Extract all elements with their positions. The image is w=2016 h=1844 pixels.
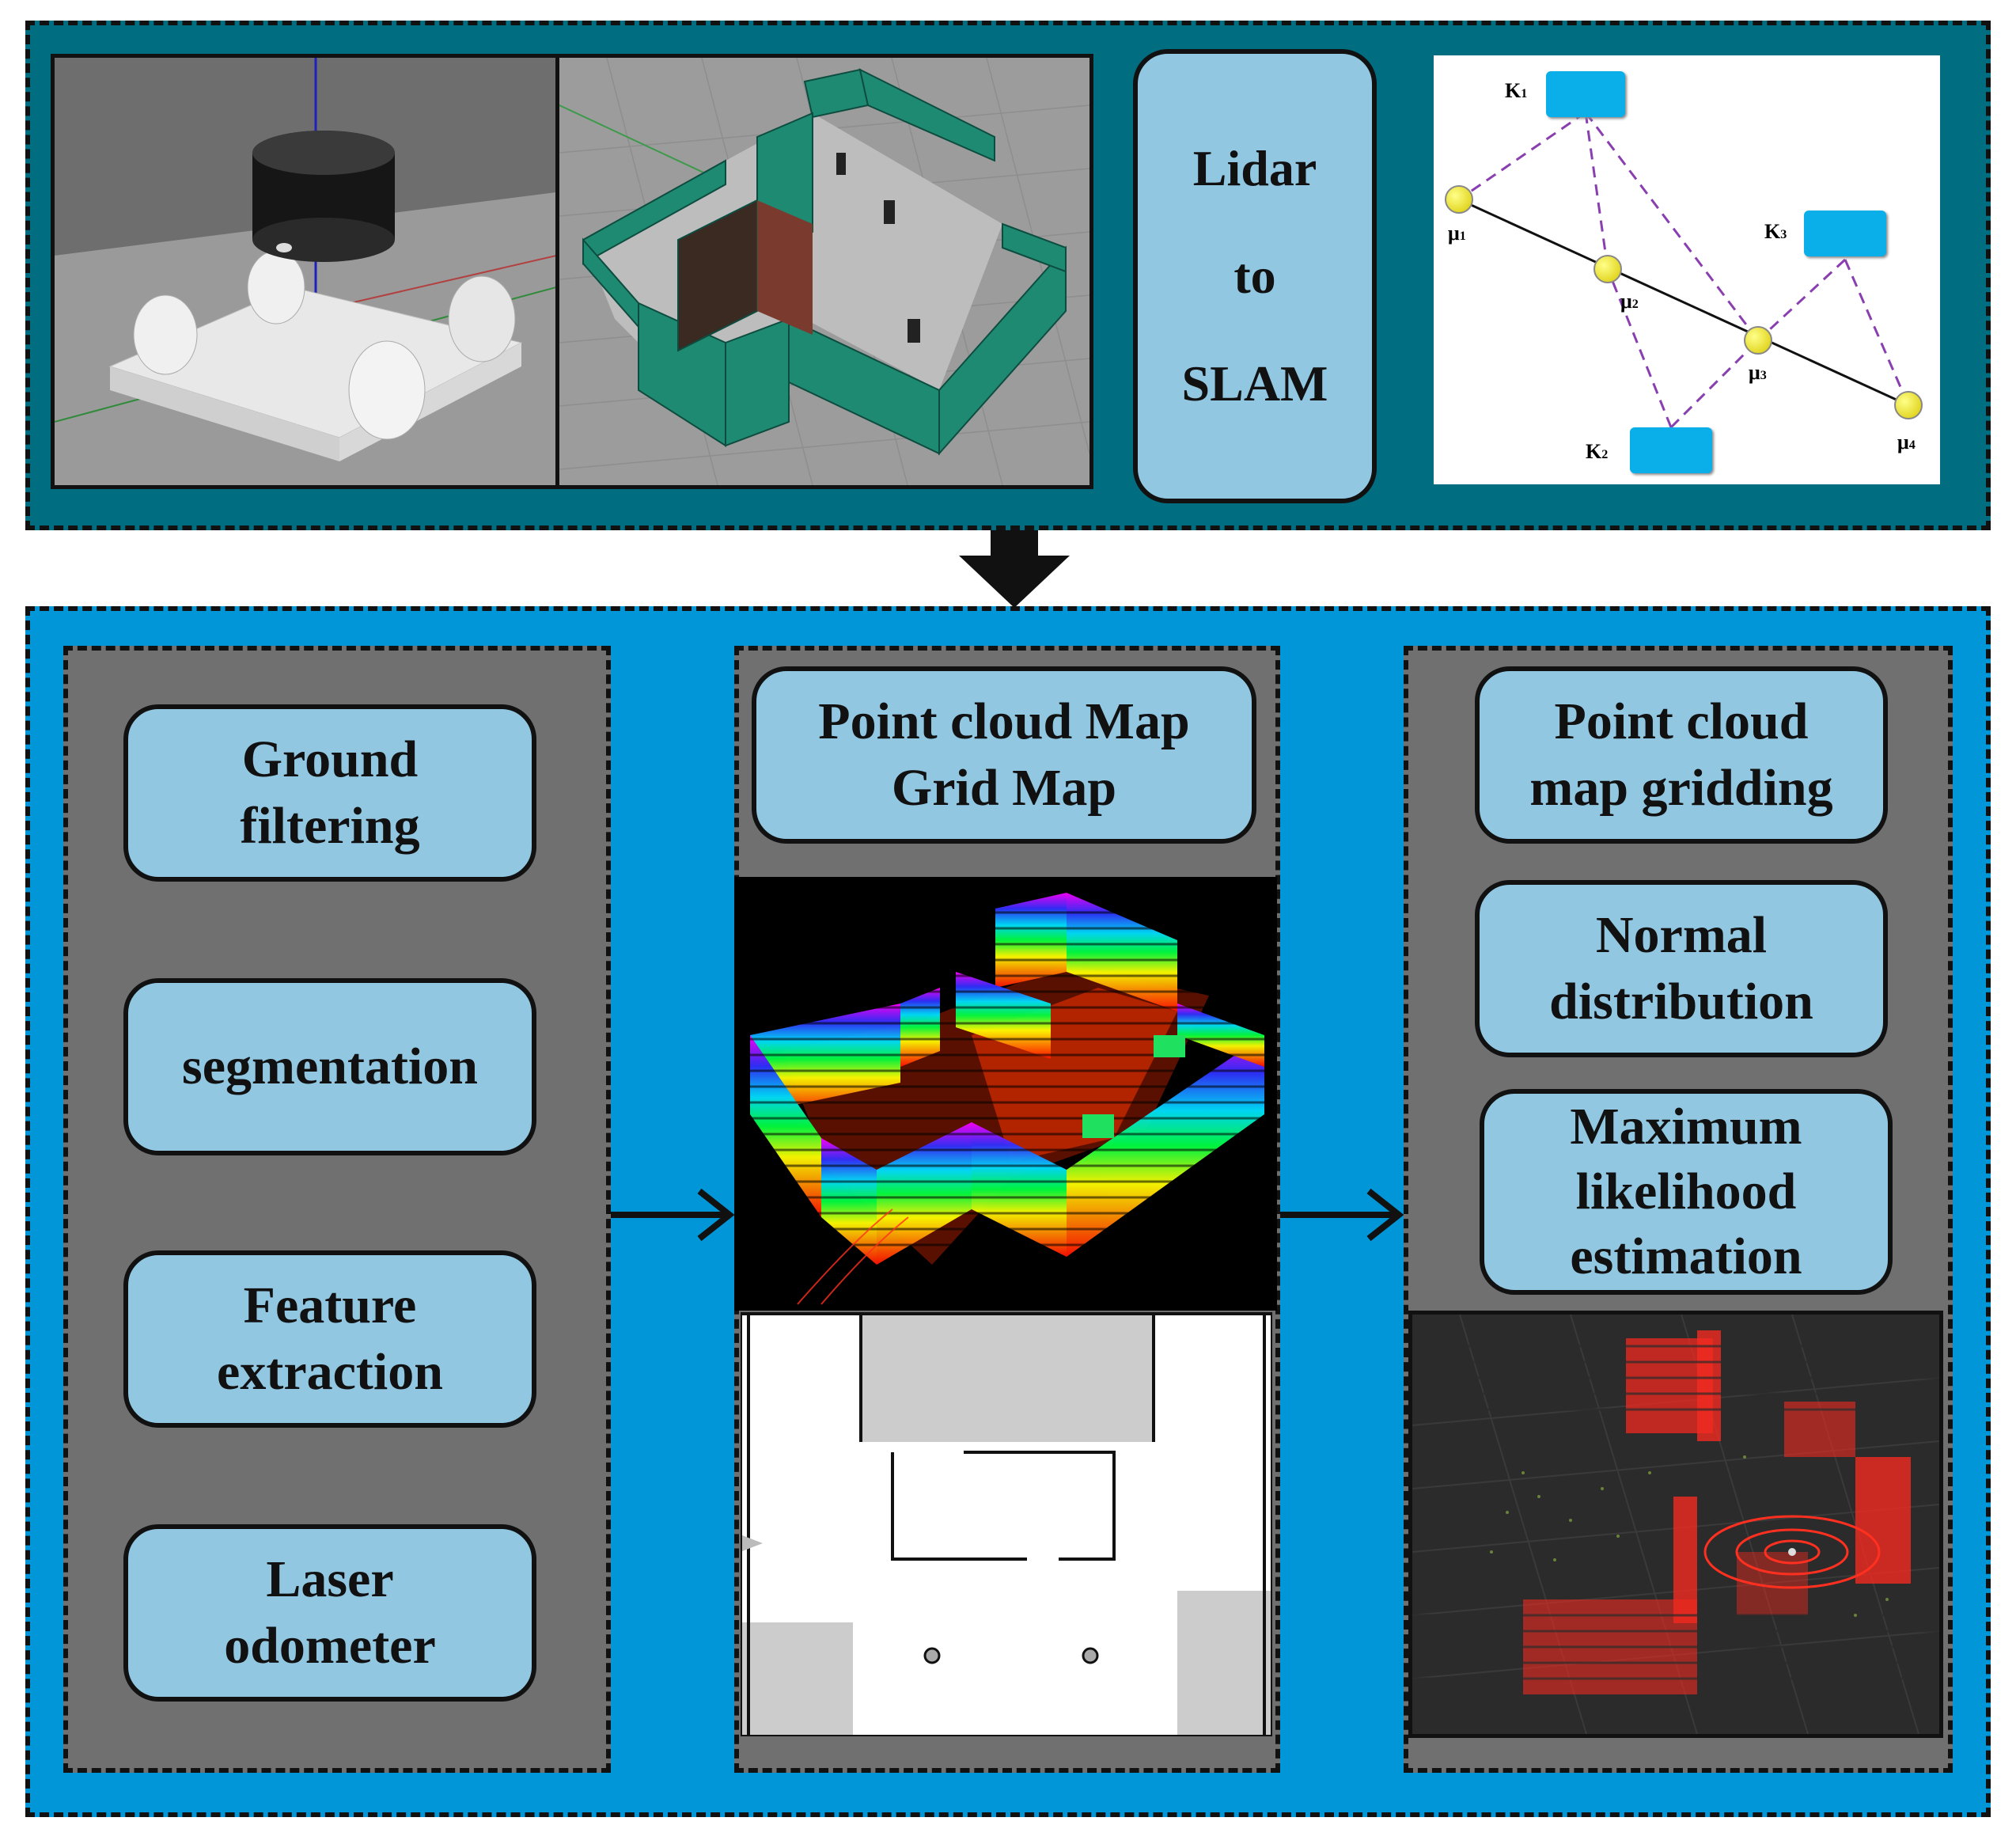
right-arrow-icon: [1280, 1188, 1404, 1242]
label-k3: K3: [1764, 220, 1787, 243]
step-point-cloud-map-gridding: Point cloud map gridding: [1475, 666, 1888, 844]
label-mu3: μ3: [1749, 361, 1767, 384]
step-laser-odometer: Laser odometer: [123, 1524, 536, 1702]
pose-mu1: [1445, 185, 1473, 214]
gazebo-world-render: [555, 54, 1093, 489]
step-feature-extraction: Feature extraction: [123, 1250, 536, 1428]
label-mu2: μ2: [1620, 290, 1639, 313]
label-k2: K2: [1586, 440, 1609, 463]
pose-mu3: [1744, 326, 1772, 355]
step-normal-distribution: Normal distribution: [1475, 880, 1888, 1057]
label-mu1: μ1: [1448, 222, 1466, 245]
label-mu4: μ4: [1897, 431, 1916, 453]
edge-k1-mu1: [1458, 111, 1586, 201]
edge-k3-mu3: [1756, 258, 1847, 342]
edge-k3-mu4: [1844, 259, 1910, 406]
down-arrow-icon: [959, 530, 1070, 608]
graph-slam-diagram: K1 K2 K3 μ1 μ2 μ3 μ4: [1434, 55, 1940, 484]
pose-mu4: [1894, 391, 1923, 419]
landmark-k2: [1630, 427, 1712, 473]
edge-k1-mu2: [1584, 112, 1609, 270]
point-cloud-map-render: [734, 877, 1277, 1311]
step-segmentation: segmentation: [123, 978, 536, 1155]
step-maximum-likelihood-estimation: Maximum likelihood estimation: [1480, 1089, 1893, 1295]
occupancy-grid-map: [741, 1312, 1272, 1736]
pose-mu2: [1593, 255, 1622, 283]
label-k1: K1: [1505, 79, 1528, 102]
step-ground-filtering: Ground filtering: [123, 704, 536, 882]
right-arrow-icon: [611, 1188, 735, 1242]
edge-k2-mu3: [1669, 339, 1760, 429]
edge-k1-mu3: [1584, 112, 1760, 341]
robot-lidar-render: [51, 54, 560, 489]
trajectory-line: [1458, 198, 1909, 407]
landmark-k3: [1804, 211, 1886, 256]
ndt-registration-render: [1408, 1311, 1943, 1738]
point-cloud-grid-map-title: Point cloud Map Grid Map: [752, 666, 1256, 844]
lidar-to-slam-label: Lidar to SLAM: [1133, 49, 1377, 503]
landmark-k1: [1546, 71, 1625, 117]
edge-k2-mu2: [1606, 268, 1673, 428]
